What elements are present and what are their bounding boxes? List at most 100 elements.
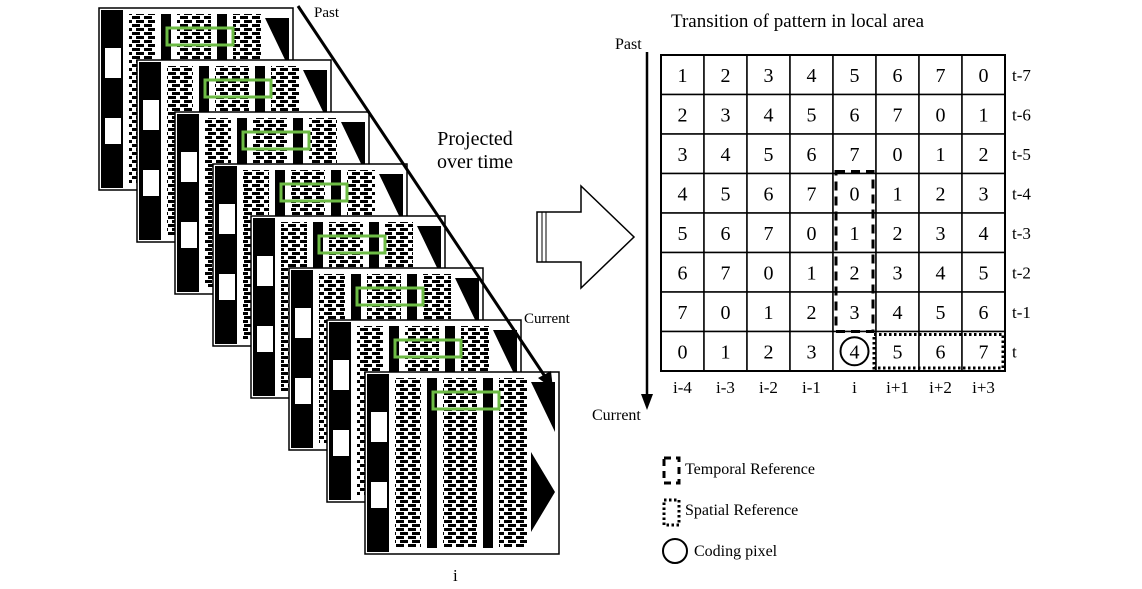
grid-cell (746, 330, 791, 372)
grid-col-label: i+3 (972, 378, 995, 397)
grid-row-label: t-1 (1012, 303, 1031, 322)
grid-cell-value: 6 (678, 262, 688, 284)
grid-cell (918, 291, 963, 333)
grid-cell-value: 3 (764, 65, 774, 87)
frame-triangle (531, 382, 555, 432)
frame-white-notch (181, 222, 197, 248)
grid-cell-value: 2 (807, 302, 817, 324)
frame-triangle (265, 18, 289, 68)
stack-t-label: t (546, 384, 551, 403)
grid-cell (746, 251, 791, 293)
frame-triangle (455, 278, 479, 328)
frame-dark-column (427, 378, 437, 548)
grid-cell (961, 291, 1006, 333)
grid-cell-value: 0 (850, 183, 860, 205)
grid-row-label: t-6 (1012, 105, 1031, 124)
grid-cell (703, 251, 748, 293)
grid-col-label: i-3 (716, 378, 735, 397)
frame-stripe-column (443, 378, 477, 548)
frame-stack (98, 5, 560, 555)
grid-cell-value: 2 (850, 262, 860, 284)
grid-cell (789, 212, 834, 254)
local-area-highlight (431, 390, 501, 411)
legend-spatial-label: Spatial Reference (685, 502, 799, 519)
temporal-reference-box (834, 170, 875, 333)
grid-cell-value: 3 (979, 183, 989, 205)
grid-cell (703, 133, 748, 175)
grid-cell-value: 4 (850, 341, 860, 363)
grid-cell-value: 4 (979, 223, 989, 245)
grid-cell-value: 6 (807, 144, 817, 166)
grid-cell (703, 93, 748, 135)
grid-cell-value: 6 (850, 104, 860, 126)
grid-cell-value: 7 (807, 183, 817, 205)
stack-i-label: i (453, 566, 458, 585)
grid-cell-value: 5 (850, 65, 860, 87)
time-arrow-line (296, 5, 548, 379)
grid-cell-value: 3 (850, 302, 860, 324)
local-area-highlight (203, 78, 273, 99)
grid-cell-value: 3 (936, 223, 946, 245)
local-area-highlight (355, 286, 425, 307)
grid-cell-value: 2 (936, 183, 946, 205)
grid-row-label: t-4 (1012, 184, 1031, 203)
grid-cell-value: 2 (678, 104, 688, 126)
grid-cell-value: 7 (721, 262, 731, 284)
grid-title: Transition of pattern in local area (671, 11, 925, 32)
grid-cell (832, 133, 877, 175)
grid-cell-value: 2 (893, 223, 903, 245)
grid-cell-value: 6 (979, 302, 989, 324)
grid-cell-value: 1 (850, 223, 860, 245)
grid-border (660, 54, 1006, 372)
frame-white-notch (295, 308, 311, 338)
stack-current-label: Current (524, 311, 570, 327)
grid-cell-value: 4 (807, 65, 817, 87)
grid-cell (789, 172, 834, 214)
frame-white-notch (371, 482, 387, 508)
grid-cell (961, 330, 1006, 372)
grid-cell-value: 4 (721, 144, 731, 166)
grid-cell (961, 251, 1006, 293)
grid-cell-value: 7 (893, 104, 903, 126)
frame-triangle (531, 452, 555, 532)
grid-cell-value: 1 (936, 144, 946, 166)
coding-pixel-circle (839, 336, 870, 367)
legend-coding-label: Coding pixel (694, 543, 778, 560)
grid-cell-value: 4 (893, 302, 903, 324)
local-area-highlight (279, 182, 349, 203)
frame-stripe-column (499, 378, 527, 548)
grid-col-label: i-2 (759, 378, 778, 397)
grid-cell (961, 93, 1006, 135)
frame-white-notch (219, 204, 235, 234)
grid-cell-value: 7 (764, 223, 774, 245)
grid-cell-value: 5 (979, 262, 989, 284)
grid-cell-value: 5 (678, 223, 688, 245)
grid-cell-value: 6 (764, 183, 774, 205)
grid-cell-value: 3 (807, 341, 817, 363)
local-area-highlight (241, 130, 311, 151)
frame-triangle (417, 226, 441, 276)
local-area-highlight (393, 338, 463, 359)
grid-cell-value: 7 (678, 302, 688, 324)
grid-cell (789, 133, 834, 175)
grid-col-label: i-4 (673, 378, 692, 397)
frame-white-notch (257, 326, 273, 352)
legend-coding-icon (662, 538, 688, 564)
grid-cell-value: 6 (893, 65, 903, 87)
grid-cell-value: 0 (764, 262, 774, 284)
grid-cell-value: 7 (850, 144, 860, 166)
frame-white-notch (371, 412, 387, 442)
grid-cell-value: 1 (893, 183, 903, 205)
grid-cell-value: 6 (721, 223, 731, 245)
stack-past-label: Past (314, 5, 340, 21)
frame-stripe-column (395, 378, 421, 548)
frame-white-notch (143, 170, 159, 196)
grid-cell-value: 0 (807, 223, 817, 245)
frame-white-notch (219, 274, 235, 300)
grid-cell-value: 6 (936, 341, 946, 363)
grid-col-label: i-1 (802, 378, 821, 397)
grid-cell (660, 251, 705, 293)
grid-col-label: i+2 (929, 378, 952, 397)
local-area-highlight (165, 26, 235, 47)
